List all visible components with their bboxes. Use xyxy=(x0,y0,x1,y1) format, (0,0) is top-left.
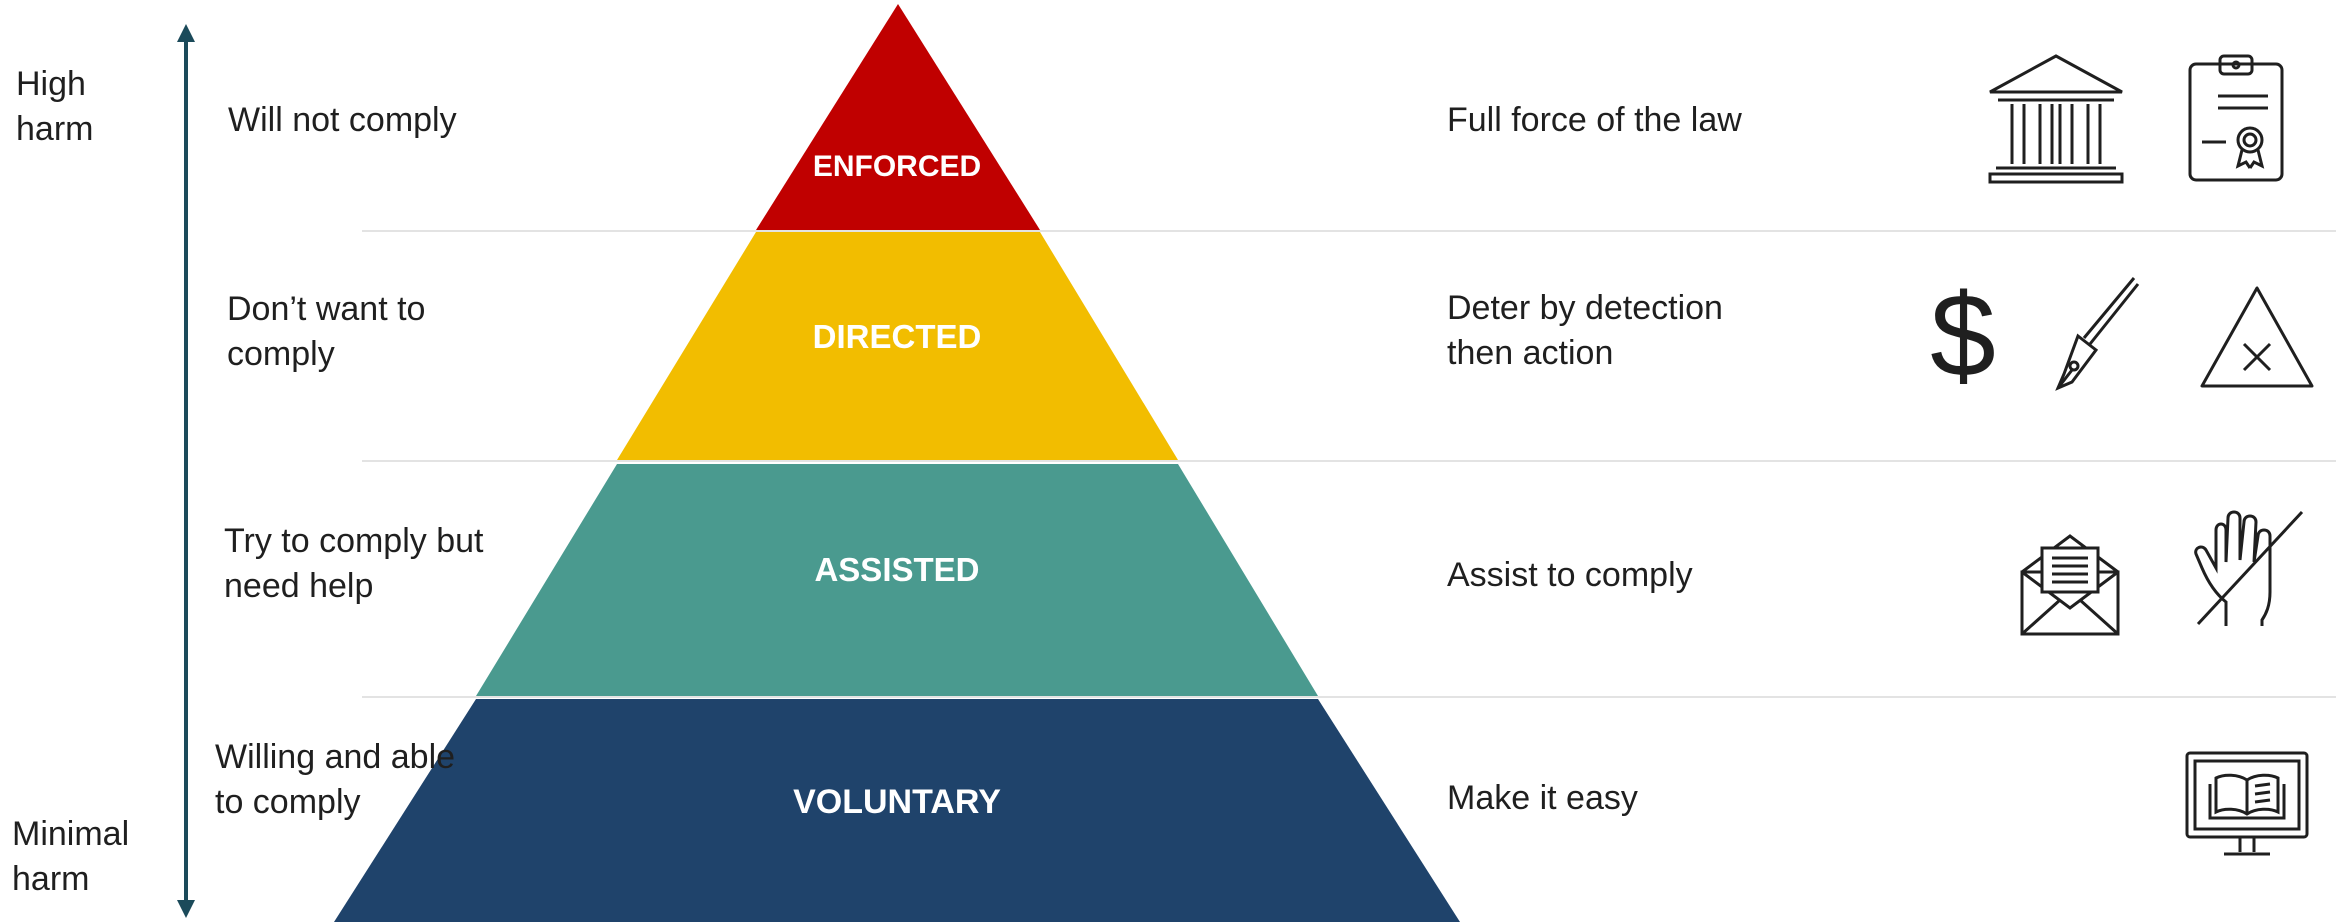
tier-label-voluntary: VOLUNTARY xyxy=(793,783,1001,821)
behaviour-assisted: Try to comply but need help xyxy=(224,522,484,605)
behaviour-enforced: Will not comply xyxy=(228,101,457,139)
tier-label-assisted: ASSISTED xyxy=(814,551,979,588)
monitor-book-icon xyxy=(2184,750,2310,865)
high-harm-label: High harm xyxy=(16,65,94,148)
response-voluntary: Make it easy xyxy=(1447,779,1638,817)
no-hand-icon xyxy=(2186,506,2306,635)
behaviour-voluntary: Willing and able to comply xyxy=(215,738,456,821)
response-assisted: Assist to comply xyxy=(1447,556,1693,594)
tier-label-enforced: ENFORCED xyxy=(813,150,981,183)
dollar-icon: $ xyxy=(1928,270,1998,402)
tier-assisted-shape xyxy=(476,464,1318,696)
response-enforced: Full force of the law xyxy=(1447,101,1742,139)
svg-text:$: $ xyxy=(1930,270,1996,402)
row-divider xyxy=(362,696,2336,698)
tier-enforced-shape xyxy=(756,4,1040,230)
fountain-pen-icon xyxy=(2044,274,2140,399)
row-divider xyxy=(362,460,2336,462)
open-envelope-icon xyxy=(2018,526,2122,643)
tier-voluntary-shape xyxy=(334,699,1460,922)
minimal-harm-label: Minimal harm xyxy=(12,815,130,898)
certificate-clipboard-icon xyxy=(2186,52,2286,189)
response-directed: Deter by detection then action xyxy=(1447,289,1723,372)
harm-axis-arrow xyxy=(177,24,195,918)
courthouse-icon xyxy=(1986,52,2126,189)
tier-label-directed: DIRECTED xyxy=(813,318,982,355)
tier-directed-shape xyxy=(617,232,1178,460)
row-divider xyxy=(362,230,2336,232)
warning-triangle-icon xyxy=(2196,282,2318,395)
behaviour-directed: Don’t want to comply xyxy=(227,290,426,373)
